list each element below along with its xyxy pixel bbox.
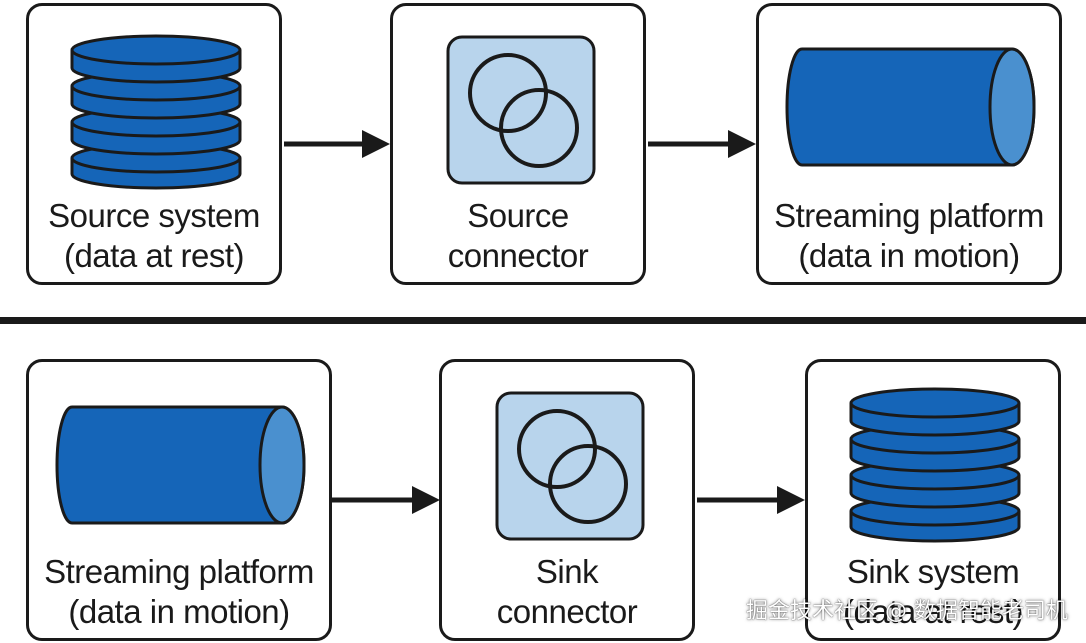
source-connector-box: Source connector	[390, 3, 646, 285]
streaming-platform-label-top: Streaming platform (data in motion)	[774, 197, 1044, 274]
source-connector-label: Source connector	[447, 197, 589, 274]
connector-icon	[446, 35, 596, 185]
arrow-right-icon	[332, 486, 440, 514]
cylinder-icon	[55, 405, 306, 525]
cylinder-icon	[785, 47, 1036, 167]
database-icon	[70, 34, 242, 190]
streaming-platform-box-bottom: Streaming platform (data in motion)	[26, 359, 332, 641]
sink-system-label: Sink system (data at rest)	[842, 553, 1024, 630]
database-icon	[849, 387, 1021, 543]
streaming-platform-label-bottom: Streaming platform (data in motion)	[44, 553, 314, 630]
sink-connector-box: Sink connector	[439, 359, 695, 641]
source-system-label: Source system (data at rest)	[48, 197, 260, 274]
sink-connector-label: Sink connector	[496, 553, 638, 630]
arrow-right-icon	[648, 130, 756, 158]
connector-icon	[495, 391, 645, 541]
arrow-right-icon	[284, 130, 390, 158]
sink-system-box: Sink system (data at rest)	[805, 359, 1061, 641]
source-system-box: Source system (data at rest)	[26, 3, 282, 285]
section-divider	[0, 317, 1086, 324]
arrow-right-icon	[697, 486, 805, 514]
watermark-text: 掘金技术社区 @ 数据智能老司机	[746, 599, 1068, 624]
streaming-platform-box-top: Streaming platform (data in motion)	[756, 3, 1062, 285]
